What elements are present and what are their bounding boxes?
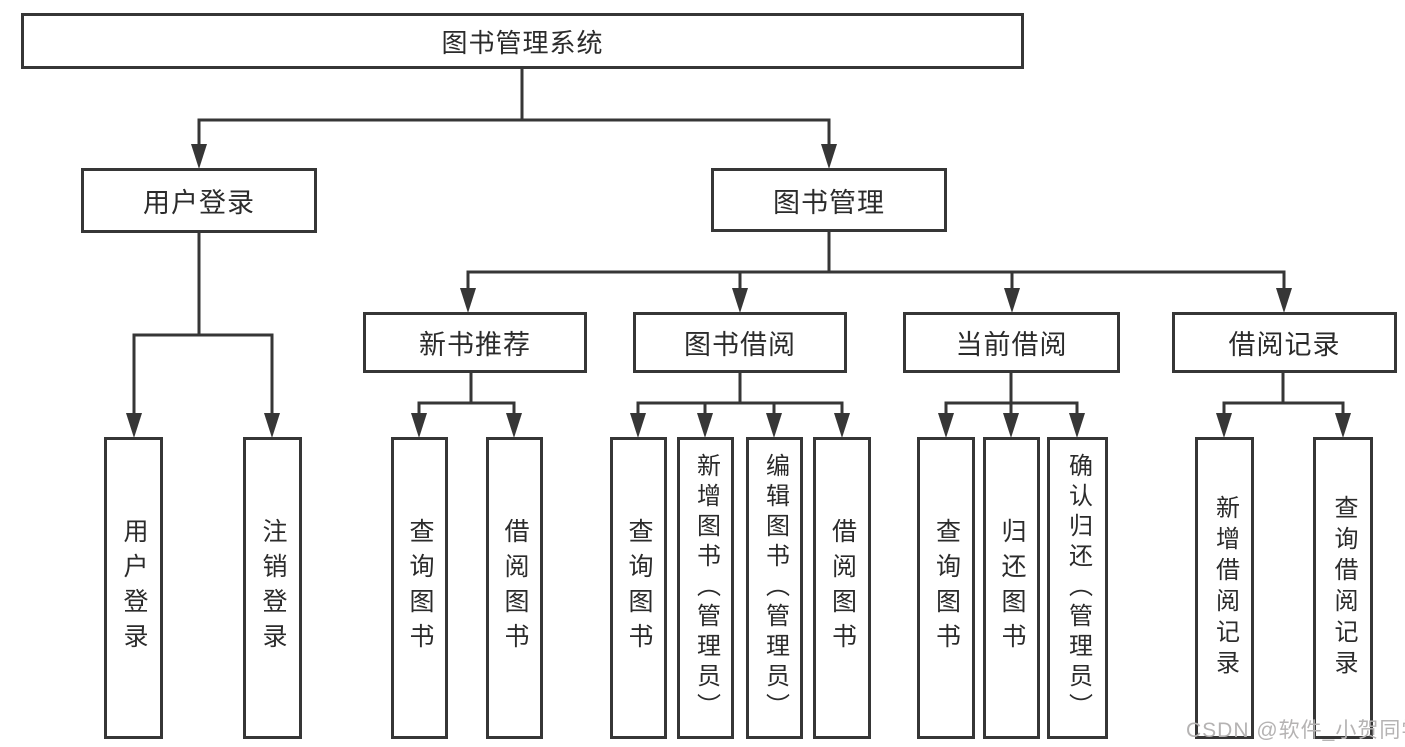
leaf-borrow-borrow-books: 借阅图书 [813, 437, 871, 739]
node-book-management: 图书管理 [711, 168, 947, 232]
node-current-borrow: 当前借阅 [903, 312, 1120, 373]
node-user-login-label: 用户登录 [143, 188, 255, 218]
node-book-borrow: 图书借阅 [633, 312, 847, 373]
leaf-record-add-borrow-record: 新增借阅记录 [1195, 437, 1254, 739]
leaf-current-return-books-label: 归还图书 [998, 518, 1026, 658]
leaf-newbook-query-books-label: 查询图书 [406, 518, 434, 658]
node-new-book-recommend-label: 新书推荐 [419, 330, 531, 360]
leaf-borrow-borrow-books-label: 借阅图书 [828, 518, 857, 658]
node-book-management-label: 图书管理 [773, 187, 885, 218]
connector-path [132, 69, 1345, 416]
leaf-record-add-borrow-record-label: 新增借阅记录 [1211, 495, 1239, 681]
leaf-borrow-query-books: 查询图书 [610, 437, 667, 739]
leaf-logout-login-label: 注销登录 [259, 518, 287, 658]
leaf-borrow-query-books-label: 查询图书 [625, 518, 653, 658]
leaf-current-query-books-label: 查询图书 [932, 518, 961, 658]
leaf-borrow-add-books-admin: 新增图书（管理员） [677, 437, 734, 739]
node-new-book-recommend: 新书推荐 [363, 312, 587, 373]
node-borrow-record-label: 借阅记录 [1228, 330, 1341, 360]
leaf-newbook-query-books: 查询图书 [391, 437, 448, 739]
leaf-current-confirm-return-admin-label: 确认归还（管理员） [1064, 453, 1092, 723]
arrowhead-icons [126, 144, 1351, 438]
leaf-record-query-borrow-record: 查询借阅记录 [1313, 437, 1373, 739]
leaf-user-login: 用户登录 [104, 437, 163, 739]
leaf-borrow-edit-books-admin: 编辑图书（管理员） [746, 437, 803, 739]
node-book-borrow-label: 图书借阅 [684, 330, 796, 360]
leaf-newbook-borrow-books: 借阅图书 [486, 437, 543, 739]
node-root-label: 图书管理系统 [441, 27, 604, 58]
node-borrow-record: 借阅记录 [1172, 312, 1397, 373]
leaf-user-login-label: 用户登录 [120, 518, 148, 658]
leaf-borrow-add-books-admin-label: 新增图书（管理员） [692, 453, 720, 723]
node-current-borrow-label: 当前借阅 [955, 330, 1068, 360]
leaf-logout-login: 注销登录 [243, 437, 302, 739]
node-user-login: 用户登录 [81, 168, 317, 233]
csdn-watermark: CSDN @软件_小贺同学 [1186, 719, 1405, 742]
leaf-current-query-books: 查询图书 [917, 437, 975, 739]
leaf-current-confirm-return-admin: 确认归还（管理员） [1047, 437, 1108, 739]
leaf-current-return-books: 归还图书 [983, 437, 1040, 739]
leaf-newbook-borrow-books-label: 借阅图书 [501, 518, 529, 658]
node-root: 图书管理系统 [21, 13, 1024, 69]
leaf-record-query-borrow-record-label: 查询借阅记录 [1330, 495, 1357, 681]
leaf-borrow-edit-books-admin-label: 编辑图书（管理员） [761, 453, 789, 723]
